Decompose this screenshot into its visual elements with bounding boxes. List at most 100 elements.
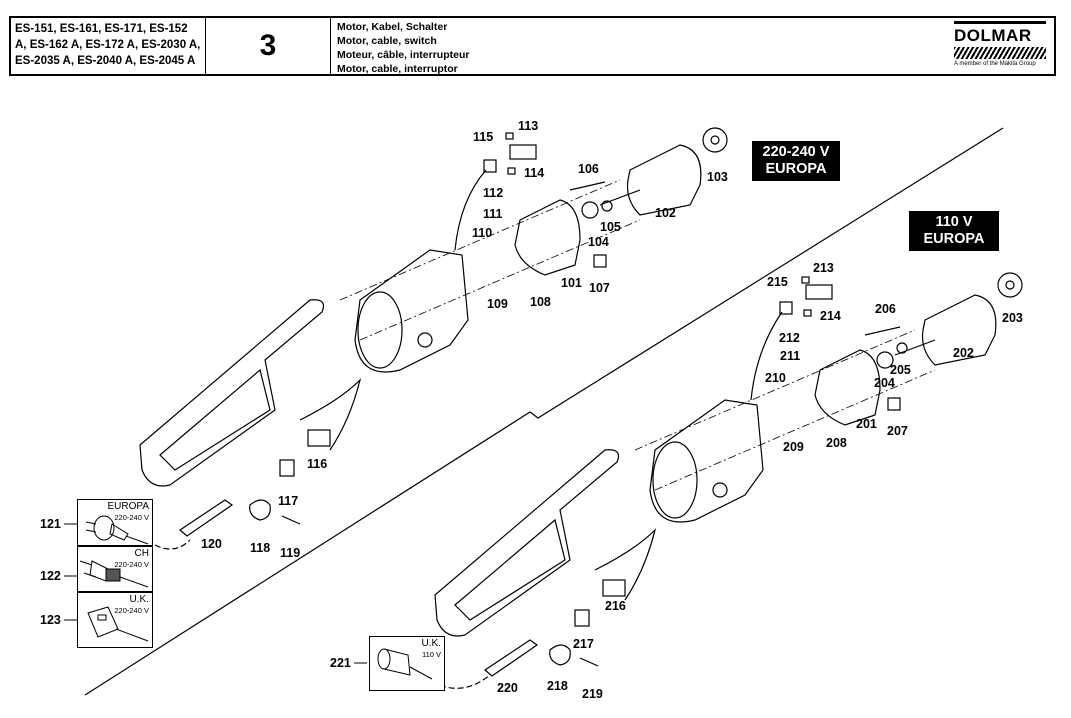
field-stator [514,199,581,276]
motor-housing [354,249,469,373]
model-line: A, ES-162 A, ES-172 A, ES-2030 A, [15,39,201,51]
carbon-brush [887,397,901,411]
carbon-brush [593,254,607,268]
part-label-119: 119 [280,546,300,560]
plug-box-ch: CH 220-240 V [77,546,153,592]
part-label-101: 101 [561,276,582,290]
cable-connector-116 [307,429,331,447]
voltage-lower: 110 V [935,214,973,230]
part-label-105: 105 [600,220,621,234]
strain-relief-117 [279,459,295,477]
part-label-215: 215 [767,275,788,289]
plug-box-uk-110: U.K. 110 V [369,636,445,691]
upper-assembly [139,127,728,550]
bearing-rear [876,351,894,369]
plug-country: U.K. [129,594,149,605]
logo-bar [954,21,1046,24]
part-label-106: 106 [578,162,599,176]
washer [896,342,908,354]
bearing-rear [581,201,599,219]
part-label-117: 117 [278,494,298,508]
part-label-104: 104 [588,235,609,249]
screw-219 [579,657,599,667]
housing-vent [417,332,433,348]
part-label-201: 201 [856,417,877,431]
part-number-labels: 1011021031041051061071081091101111121131… [40,119,1023,701]
lower-assembly [434,272,1023,689]
brand-name: DOLMAR [954,26,1032,45]
exploded-axis [634,329,916,451]
strain-relief-217 [574,609,590,627]
cable-connector-216 [602,579,626,597]
part-label-122: 122 [40,569,61,583]
handle-housing [434,449,620,637]
uk-plug-icon [87,606,149,642]
switch-spring [803,309,812,317]
plug-country: EUROPA [107,501,150,512]
bearing-front-bore [1005,280,1015,290]
lead-line [439,674,491,689]
part-label-202: 202 [953,346,974,360]
part-label-220: 220 [497,681,518,695]
section-divider [84,127,1004,696]
part-label-116: 116 [307,457,327,471]
model-list: ES-151, ES-161, ES-171, ES-152 A, ES-162… [11,18,206,74]
housing-vent [712,482,728,498]
part-label-209: 209 [783,440,804,454]
part-label-111: 111 [483,207,503,221]
lead-line [154,539,191,550]
field-stator [814,349,881,426]
logo-hatch [954,47,1046,59]
switch-spring [507,167,516,175]
screw-106 [569,181,606,191]
part-label-208: 208 [826,436,847,450]
part-label-219: 219 [582,687,603,701]
part-label-203: 203 [1002,311,1023,325]
title-es: Motor, cable, interruptor [337,63,458,75]
bearing-front [997,272,1023,298]
bearing-front [702,127,728,153]
part-label-118: 118 [250,541,270,555]
part-label-211: 211 [780,349,800,363]
cable-clamp-118 [249,499,271,521]
exploded-axis [339,179,621,301]
armature [921,294,997,366]
part-label-206: 206 [875,302,896,316]
exploded-axis [359,219,641,341]
part-label-109: 109 [487,297,508,311]
model-line: ES-151, ES-161, ES-171, ES-152 [15,23,188,35]
cable-sleeve-120 [179,499,234,537]
part-label-103: 103 [707,170,728,184]
exploded-axis [654,369,936,491]
handle-inner [159,368,271,471]
plug-voltage: 110 V [421,650,441,659]
plug-country: CH [134,548,149,559]
cable-clamp-218 [549,644,571,666]
motor-end-cap [357,291,403,369]
ch-plug-icon [79,560,149,588]
part-label-123: 123 [40,613,61,627]
connector-212 [779,301,793,315]
part-label-113: 113 [518,119,538,133]
title-en: Motor, cable, switch [337,35,437,47]
leader-lines [64,523,367,664]
handle-housing [139,299,325,487]
group-number: 3 [206,18,331,74]
washer [601,200,613,212]
brand-logo: DOLMAR A member of the Makita Group [954,21,1046,67]
uk-110-plug-icon [377,648,433,680]
voltage-badge-lower: 110 V EUROPA [909,211,999,251]
armature-shaft [599,189,641,206]
part-label-115: 115 [473,130,493,144]
handle-inner [454,518,566,621]
voltage-badge-upper: 220-240 V EUROPA [752,141,840,181]
part-label-218: 218 [547,679,568,693]
model-line: ES-2035 A, ES-2040 A, ES-2045 A [15,55,196,67]
brand-tagline: A member of the Makita Group [954,61,1036,67]
plug-voltage: 220-240 V [114,606,149,615]
plug-voltage: 220-240 V [114,513,149,522]
plug-box-europa: EUROPA 220-240 V [77,499,153,546]
part-label-112: 112 [483,186,503,200]
screw-206 [864,326,901,336]
